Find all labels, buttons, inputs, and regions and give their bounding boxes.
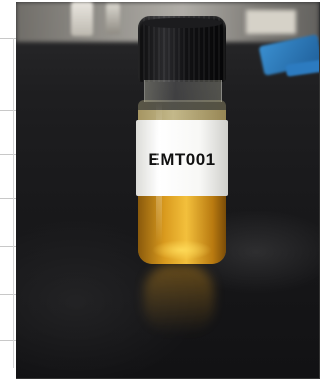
- table-rule: [0, 198, 16, 199]
- vial-label: EMT001: [136, 120, 228, 196]
- table-border: [13, 38, 14, 368]
- glass-highlight: [156, 102, 162, 242]
- background-bottle: [71, 2, 93, 36]
- vial-reflection: [144, 264, 214, 334]
- vial-cap: [138, 16, 226, 82]
- background-box: [246, 10, 296, 34]
- table-rule: [0, 294, 16, 295]
- liquid-glow: [152, 240, 212, 260]
- vial-cap-top: [142, 18, 222, 28]
- table-rule: [0, 340, 16, 341]
- vial-neck: [144, 80, 222, 102]
- table-rule: [0, 38, 16, 39]
- table-rule: [0, 246, 16, 247]
- vial-label-text: EMT001: [148, 150, 216, 169]
- sample-vial: EMT001: [136, 16, 228, 266]
- table-rule: [0, 110, 16, 111]
- table-rule: [0, 154, 16, 155]
- document-edge: [0, 0, 16, 381]
- vial-photo: EMT001: [16, 2, 320, 379]
- background-bottle: [106, 4, 120, 34]
